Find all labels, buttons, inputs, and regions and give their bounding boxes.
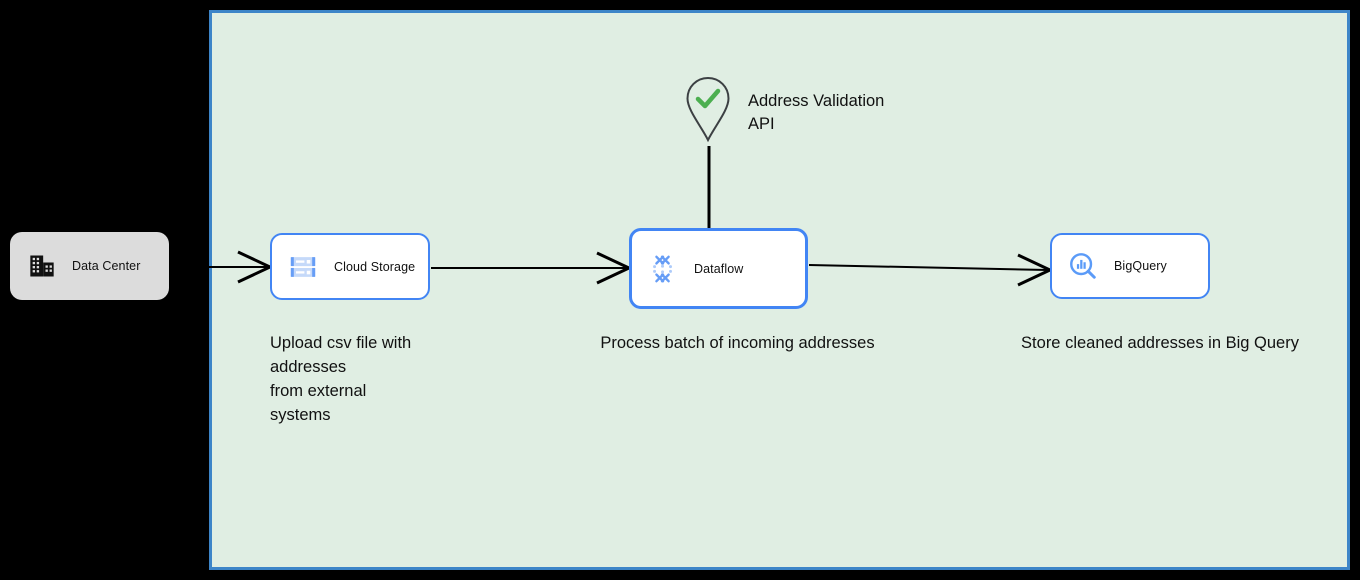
caption-dataflow: Process batch of incoming addresses (600, 334, 875, 352)
node-label-bigquery: BigQuery (1114, 259, 1167, 273)
api-service-label: Address Validation API (748, 92, 885, 133)
data-center-label: Data Center (72, 259, 141, 273)
connector-dataflow-to-bigquery[interactable] (808, 253, 1054, 287)
caption-cloud-storage: Upload csv file with addresses from exte… (270, 334, 412, 424)
node-dataflow[interactable]: Dataflow (629, 228, 808, 309)
node-label-dataflow: Dataflow (694, 261, 744, 276)
connector-datacenter-to-cloud-storage[interactable] (209, 250, 274, 284)
node-bigquery[interactable]: BigQuery (1050, 233, 1210, 299)
dataflow-icon (648, 254, 678, 284)
node-data-center[interactable]: Data Center (10, 232, 169, 300)
caption-bigquery: Store cleaned addresses in Big Query (1021, 334, 1299, 352)
connector-cloud-storage-to-dataflow[interactable] (431, 251, 633, 285)
data-center-icon (28, 252, 56, 280)
bigquery-icon (1068, 251, 1098, 281)
node-label-cloud-storage: Cloud Storage (334, 259, 416, 274)
node-cloud-storage[interactable]: Cloud Storage (270, 233, 430, 300)
cloud-storage-icon (288, 252, 318, 282)
map-pin-check-icon[interactable] (685, 76, 731, 143)
